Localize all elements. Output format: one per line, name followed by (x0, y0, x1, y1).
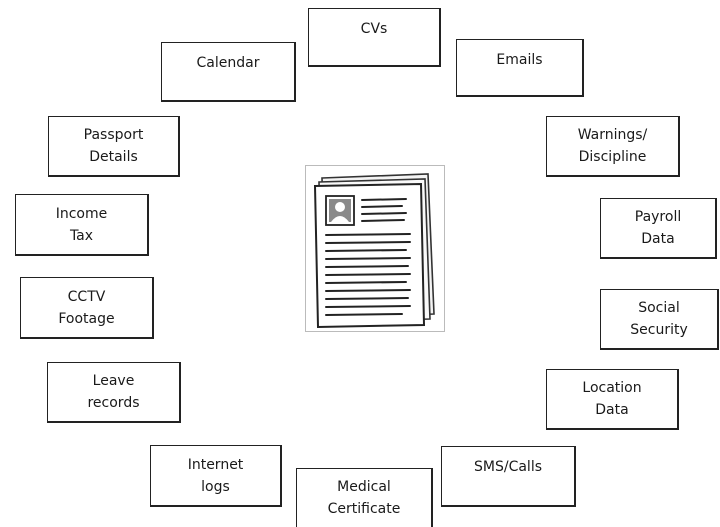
box-calendar: Calendar (161, 42, 296, 102)
box-location-data: Location Data (546, 369, 679, 430)
label-emails: Emails (496, 52, 543, 68)
box-leave-records: Leave records (47, 362, 181, 423)
box-warnings-discipline: Warnings/ Discipline (546, 116, 680, 177)
document-icon (305, 165, 445, 332)
box-income-tax: Income Tax (15, 194, 149, 256)
box-social-security: Social Security (600, 289, 719, 350)
label-warnings-discipline: Warnings/ Discipline (577, 127, 648, 165)
label-leave-records: Leave records (87, 373, 140, 411)
label-sms-calls: SMS/Calls (474, 459, 542, 475)
box-cctv-footage: CCTV Footage (20, 277, 154, 339)
box-payroll-data: Payroll Data (600, 198, 717, 259)
label-social-security: Social Security (630, 300, 688, 338)
label-location-data: Location Data (582, 380, 642, 418)
label-income-tax: Income Tax (55, 205, 108, 244)
box-passport-details: Passport Details (48, 116, 180, 177)
box-medical-certificate: Medical Certificate (296, 468, 433, 527)
label-cctv-footage: CCTV Footage (58, 288, 115, 327)
box-sms-calls: SMS/Calls (441, 446, 576, 507)
box-emails: Emails (456, 39, 584, 97)
label-internet-logs: Internet logs (187, 456, 244, 495)
label-medical-certificate: Medical Certificate (327, 479, 401, 517)
label-passport-details: Passport Details (83, 127, 144, 165)
label-cvs: CVs (360, 21, 388, 37)
label-calendar: Calendar (196, 55, 260, 71)
label-payroll-data: Payroll Data (634, 209, 682, 247)
box-internet-logs: Internet logs (150, 445, 282, 507)
box-cvs: CVs (308, 8, 441, 67)
